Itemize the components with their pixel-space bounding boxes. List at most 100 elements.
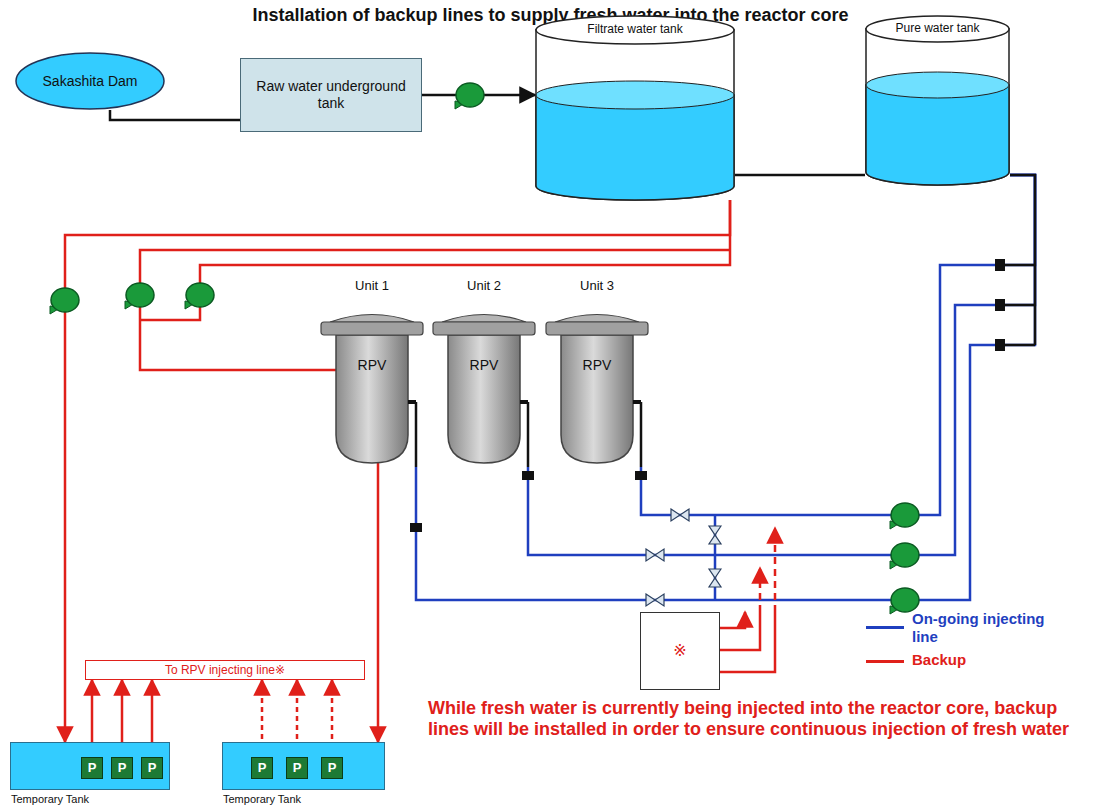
vessel-shape [408,400,416,404]
node-label: Unit 2 [432,279,536,294]
valve-symbol [671,509,689,521]
vessel-shape [336,335,408,463]
pipe-joint [522,471,534,480]
dam-shape [16,53,164,109]
node-label: P [258,760,267,776]
temporary-tank: Temporary TankPPP [222,742,385,790]
valve-symbol [646,594,664,606]
pipe-joint [995,259,1005,271]
supply-pipe [110,110,240,120]
node-label: P [328,760,337,776]
node-label: To RPV injecting line※ [165,663,285,677]
raw-water-tank: Raw water underground tank [240,58,422,132]
pump-symbol [455,83,484,109]
tank-shape [536,95,734,200]
injection-pipe [416,175,1035,600]
valve-symbol [709,526,721,544]
legend-text: On-going injecting line [912,610,1047,646]
node-label: Temporary Tank [223,793,386,806]
node-label: Pure water tank [877,22,998,36]
pipe-joint [635,471,647,480]
node-label: ※ [673,641,686,660]
vessel-shape [448,335,520,463]
injection-line-box: To RPV injecting line※ [85,660,365,680]
vessel-shape [546,322,648,335]
node-label: RPV [561,357,633,373]
backup-arrow [759,568,762,612]
vessel-shape [561,335,633,463]
pump-symbol [185,283,214,309]
node-label: Raw water underground tank [247,78,415,112]
node-label: Temporary Tank [11,793,171,806]
pump-box: P [321,757,343,779]
backup-arrow [720,612,745,628]
pipe-joint [410,523,422,532]
pump-box: P [286,757,308,779]
valve-symbol [709,569,721,587]
tank-shape [866,85,1009,185]
tank-shape [866,28,1009,185]
supply-header [1000,175,1035,345]
pipe-joint [995,339,1005,351]
valve-symbol [709,569,721,587]
backup-pipe [65,200,730,742]
vessel-shape [408,402,416,467]
backup-arrow [720,612,760,650]
node-label: Filtrate water tank [560,23,710,37]
vessel-shape [520,402,528,467]
vessel-shape [555,315,639,323]
node-label: P [118,760,127,776]
pipe-joint [410,259,1005,532]
pipe-joint [995,299,1005,311]
vessel-shape [321,322,423,335]
legend-text: Backup [912,651,1047,669]
tank-shape [865,15,1010,185]
node-label: P [148,760,157,776]
tank-shape [866,16,1009,42]
vessel-shape [633,402,641,467]
backup-arrow [720,612,775,672]
tank-shape [535,15,735,200]
node-label: RPV [448,357,520,373]
backup-arrow [720,528,775,672]
backup-arrow [774,528,777,612]
node-label: Unit 1 [320,279,424,294]
legend-swatch [866,626,904,629]
vessel-shape [520,400,528,404]
valve-symbol [709,526,721,544]
pump-box: P [251,757,273,779]
vessel-shape [633,400,641,404]
node-label: P [293,760,302,776]
pump-symbol [50,288,79,314]
reactor-vessel: Unit 1 RPV [320,277,424,467]
reactor-vessel: Unit 2 RPV [432,277,536,467]
tank-shape [536,81,734,109]
node-label: Unit 3 [545,279,649,294]
tank-shape [536,16,734,44]
injection-pipe [528,175,1035,555]
note-text: While fresh water is currently being inj… [428,698,1096,740]
pump-box: P [81,757,103,779]
node-label: RPV [336,357,408,373]
supply-pipe [735,174,865,177]
valve-symbol [646,549,664,561]
pure-water-tank: Pure water tank [865,15,1010,185]
legend-swatch [866,660,904,663]
valve-symbol [646,509,721,606]
filtrate-water-tank: Filtrate water tank [535,15,735,200]
tank-shape [866,72,1009,98]
vessel-shape [330,315,414,323]
node-label: P [88,760,97,776]
pump-symbol [50,83,919,614]
pump-box: P [111,757,133,779]
reactor-vessel: Unit 3 RPV [545,277,649,467]
pump-symbol [890,543,919,569]
vessel-shape [442,315,526,323]
pump-symbol [125,283,154,309]
vessel-shape [433,322,535,335]
dam-ellipse: Sakashita Dam [15,52,165,110]
pump-box: P [141,757,163,779]
temporary-tank: Temporary TankPPP [10,742,170,790]
node-label: Sakashita Dam [43,73,138,90]
